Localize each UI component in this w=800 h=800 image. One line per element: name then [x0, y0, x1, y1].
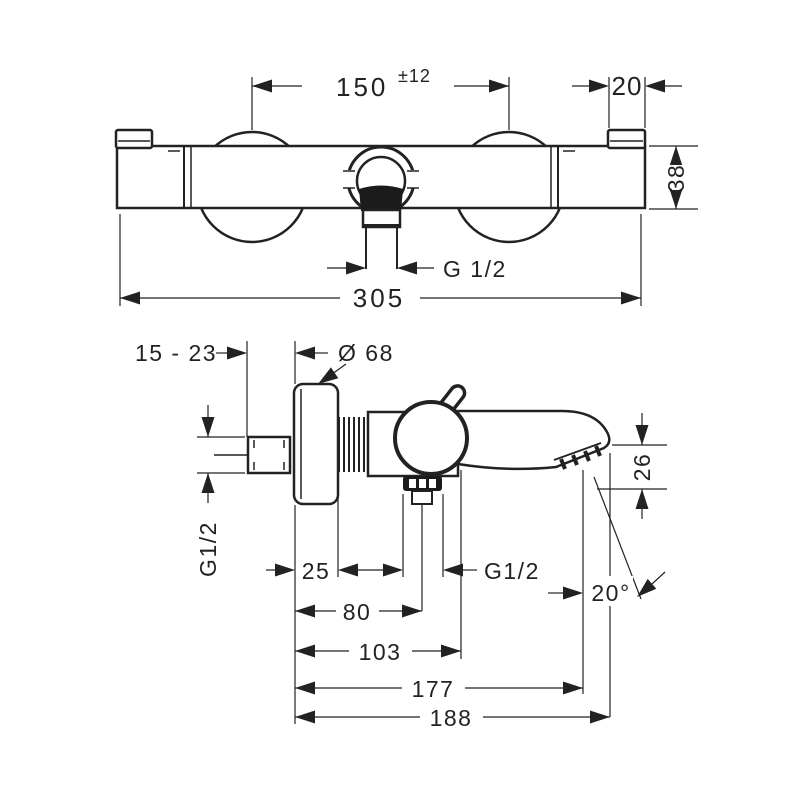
side-view: 15 - 23 Ø 68	[135, 340, 667, 731]
dim-25-label: 25	[302, 558, 331, 584]
dim-handle-depth: 103	[295, 637, 461, 665]
dim-aerator-depth: 177	[295, 674, 583, 702]
dim-shower-outlet-thread: G1/2	[383, 558, 540, 584]
dim-103-label: 103	[359, 639, 402, 665]
dim-handle-width: 20	[572, 71, 682, 128]
dim-body-height: 38	[649, 145, 698, 210]
handle-knob	[393, 400, 469, 476]
handle-divider-lines	[168, 146, 575, 208]
thread-hatch	[338, 417, 370, 472]
dim-g12-inlet-label: G1/2	[195, 521, 221, 577]
handle-right-tab	[606, 128, 647, 150]
top-view: 150 ±12 20 38 G	[114, 66, 698, 313]
dim-overall-width: 305	[119, 214, 642, 313]
spout-side	[453, 409, 611, 471]
inlet-fitting	[214, 435, 292, 475]
dim-g12-shower-label: G1/2	[484, 558, 540, 584]
dim-tip-height: 26	[597, 413, 667, 519]
escutcheon-side	[292, 382, 340, 506]
dim-spout-thread: G 1/2	[327, 256, 507, 282]
dim-68-label: Ø 68	[338, 340, 394, 366]
handle-left-tab	[114, 128, 154, 150]
dim-outlet-axis-depth: 80	[295, 597, 422, 625]
spout-tube-lines	[365, 228, 398, 269]
dim-center-distance: 150 ±12	[251, 66, 510, 130]
dim-wall-distance: 15 - 23	[135, 340, 328, 366]
dim-g12-spout-label: G 1/2	[443, 256, 507, 282]
dim-20deg-label: 20°	[591, 580, 630, 606]
dim-15-23-label: 15 - 23	[135, 340, 217, 366]
dim-escutcheon-depth: 25	[266, 558, 384, 584]
dim-20-label: 20	[612, 71, 643, 101]
dim-38-label: 38	[663, 164, 689, 193]
dim-80-label: 80	[343, 599, 372, 625]
shower-outlet	[403, 476, 442, 505]
dim-spout-angle: 20°	[548, 476, 666, 606]
dim-spout-reach: 188	[295, 703, 610, 731]
dim-305-label: 305	[353, 283, 405, 313]
dim-150-label: 150	[336, 72, 388, 102]
aerator	[553, 442, 602, 470]
dim-188-label: 188	[430, 705, 473, 731]
dim-26-label: 26	[629, 453, 655, 482]
dim-177-label: 177	[412, 676, 455, 702]
dim-150-tolerance-label: ±12	[398, 66, 431, 86]
spout-neck	[361, 208, 402, 229]
spout-opening-dark	[359, 185, 403, 211]
dim-inlet-thread: G1/2	[195, 405, 245, 577]
dim-escutcheon-diameter: Ø 68	[318, 340, 394, 384]
spout-ring	[343, 145, 419, 215]
